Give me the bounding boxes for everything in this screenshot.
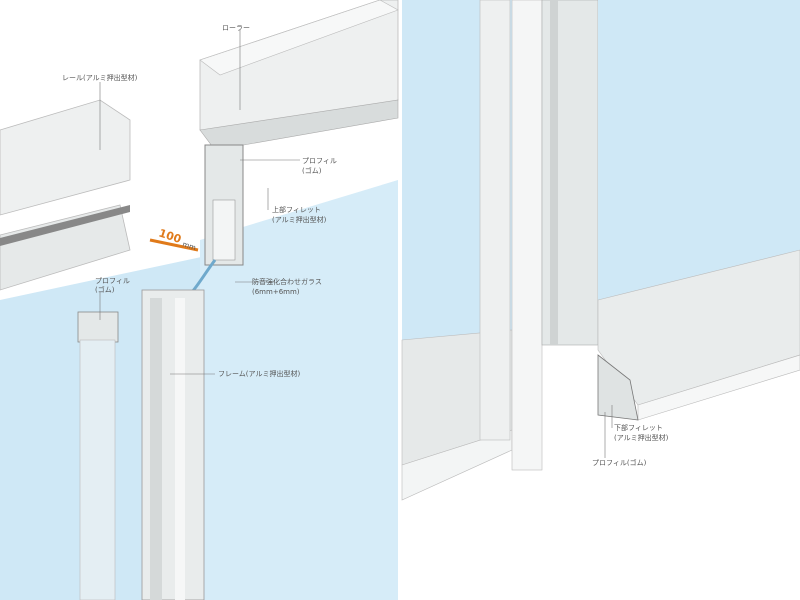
dimension-arrow — [149, 238, 199, 252]
left-rail — [0, 99, 131, 216]
label-profile-left: プロフィル — [95, 277, 130, 285]
glass-pane-right — [598, 0, 800, 300]
glass-pane-right — [200, 180, 398, 600]
label-profile-top: プロフィル — [302, 157, 337, 165]
label-lower-fillet: 下部フィレット — [614, 423, 663, 432]
label-upper-fillet-sub: (アルミ押出型材) — [272, 215, 327, 224]
lower-fillet — [597, 354, 639, 421]
label-glass: 防音強化合わせガラス — [252, 277, 322, 286]
label-roller: ローラー — [222, 24, 250, 32]
label-upper-fillet: 上部フィレット — [272, 205, 321, 214]
label-rail: レール(アルミ押出型材) — [62, 73, 138, 82]
dimension-unit: mm — [181, 240, 197, 252]
right-panel: 下部フィレット (アルミ押出型材) プロフィル(ゴム) — [401, 0, 800, 600]
label-profile-left-sub: (ゴム) — [95, 285, 115, 294]
label-frame: フレーム(アルミ押出型材) — [218, 369, 300, 378]
left-panel: 100 mm ローラー レール(アルミ押出型材) プロフィル (ゴム) 上部フィ… — [0, 0, 399, 600]
label-profile-bottom: プロフィル(ゴム) — [592, 458, 647, 467]
label-glass-sub: (6mm+6mm) — [252, 288, 300, 296]
frame-right — [511, 0, 543, 471]
left-profile — [77, 311, 119, 343]
label-profile-top-sub: (ゴム) — [302, 166, 322, 175]
label-lower-fillet-sub: (アルミ押出型材) — [614, 433, 669, 442]
